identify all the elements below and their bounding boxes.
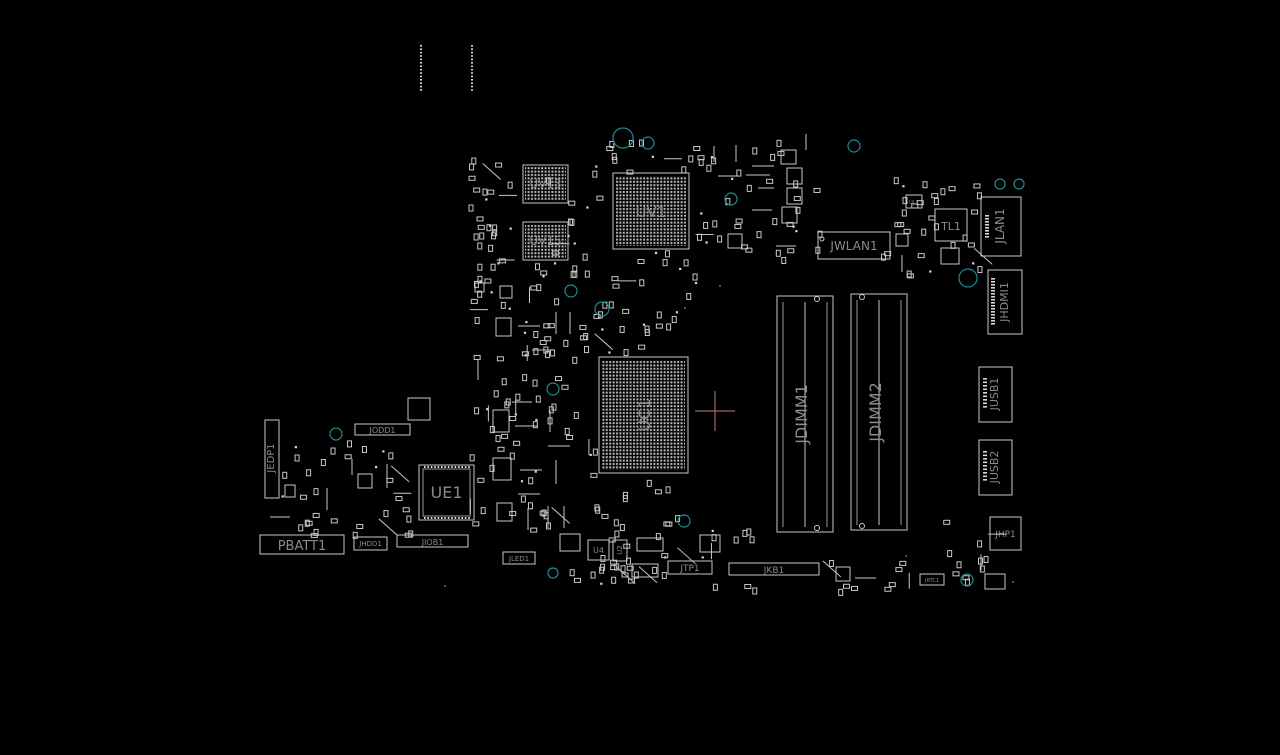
uv13-label: UV13: [529, 177, 561, 191]
jwlan1-label: JWLAN1: [829, 239, 877, 253]
connector-jdimm2[interactable]: JDIMM2: [850, 293, 908, 531]
component-tl1[interactable]: TL1: [934, 208, 968, 242]
connector-jled1[interactable]: JLED1: [502, 551, 536, 565]
connector-jodd1[interactable]: JODD1: [354, 423, 411, 436]
jlan1-label: JLAN1: [993, 208, 1007, 244]
uv15-label: UV15: [529, 234, 561, 248]
passive-components: [270, 134, 1007, 596]
jkb1-label: JKB1: [763, 566, 784, 576]
jhdmi1-label: JHDMI1: [998, 282, 1011, 323]
jedp1-label: JEDP1: [266, 443, 277, 473]
origin-crosshair: [695, 391, 735, 431]
ul1-label: UL1: [909, 200, 919, 206]
jhp1-label: JHP1: [994, 530, 1016, 540]
component-uv15[interactable]: UV15: [522, 221, 569, 261]
mounting-holes: [329, 127, 1025, 587]
connector-jusb1[interactable]: JUSB1: [978, 366, 1013, 423]
jtp1-label: JTP1: [679, 564, 699, 574]
component-u2[interactable]: U2: [612, 539, 628, 562]
component-ue1[interactable]: UE1: [418, 45, 475, 521]
jdimm1-label: JDIMM1: [792, 384, 811, 445]
component-uv13[interactable]: UV13: [522, 164, 569, 204]
connector-jhdmi1[interactable]: JHDMI1: [987, 269, 1023, 335]
jodd1-label: JODD1: [368, 426, 395, 435]
connector-jkb1[interactable]: JKB1: [728, 562, 820, 576]
connector-jwlan1[interactable]: JWLAN1: [817, 231, 891, 260]
jusb1-label: JUSB1: [988, 378, 1001, 412]
connector-jdimm1[interactable]: JDIMM1: [776, 295, 834, 533]
component-u4[interactable]: U4: [587, 539, 610, 561]
jhdd1-label: JHDD1: [358, 540, 382, 548]
jdimm2-label: JDIMM2: [866, 382, 885, 443]
pbatt1-label: PBATT1: [278, 539, 327, 554]
connector-jhdd1[interactable]: JHDD1: [353, 536, 388, 551]
component-ul1[interactable]: UL1: [905, 194, 923, 209]
tl1-label: TL1: [940, 220, 961, 233]
connector-jrtc1[interactable]: JRTC1: [919, 573, 945, 586]
ue1-label: UE1: [431, 483, 463, 502]
connector-pbatt1[interactable]: PBATT1: [259, 534, 345, 555]
uc1-label: UC1: [635, 398, 654, 431]
connector-jhp1[interactable]: JHP1: [989, 516, 1022, 551]
uv1-label: UV1: [636, 203, 667, 221]
connector-jedp1[interactable]: JEDP1: [264, 419, 280, 499]
u2-label: U2: [616, 545, 624, 555]
jiob1-label: JIOB1: [421, 538, 444, 547]
jled1-label: JLED1: [508, 555, 529, 563]
jusb2-label: JUSB2: [988, 451, 1001, 485]
connector-jlan1[interactable]: JLAN1: [980, 196, 1022, 257]
connector-jiob1[interactable]: JIOB1: [396, 534, 469, 548]
jrtc1-label: JRTC1: [924, 578, 939, 584]
connector-jusb2[interactable]: JUSB2: [978, 439, 1013, 496]
connector-jtp1[interactable]: JTP1: [667, 560, 713, 575]
component-uv1[interactable]: UV1: [612, 172, 690, 250]
component-uc1[interactable]: UC1: [598, 356, 689, 474]
u4-label: U4: [593, 546, 604, 555]
